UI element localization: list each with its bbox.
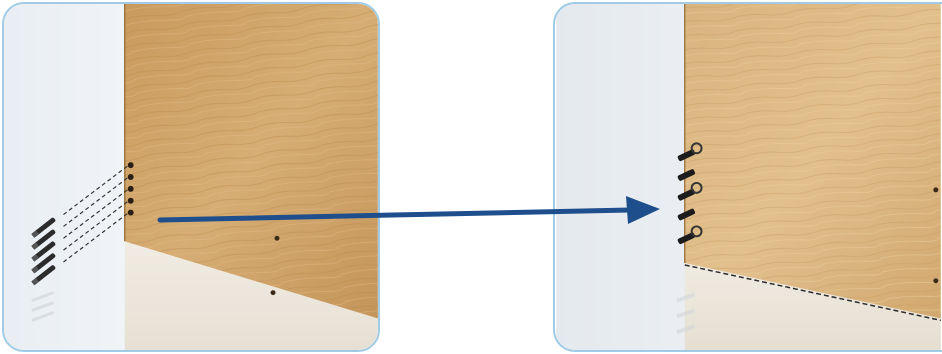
face-hole [271,290,276,295]
face-hole [933,278,938,283]
face-hole [275,236,280,241]
step-panel-before [2,2,380,352]
step-panel-after [553,2,942,352]
face-hole [933,187,938,192]
wood-panel-icon [685,4,941,318]
step-illustration-after [555,4,942,350]
step-illustration-before [4,4,378,350]
